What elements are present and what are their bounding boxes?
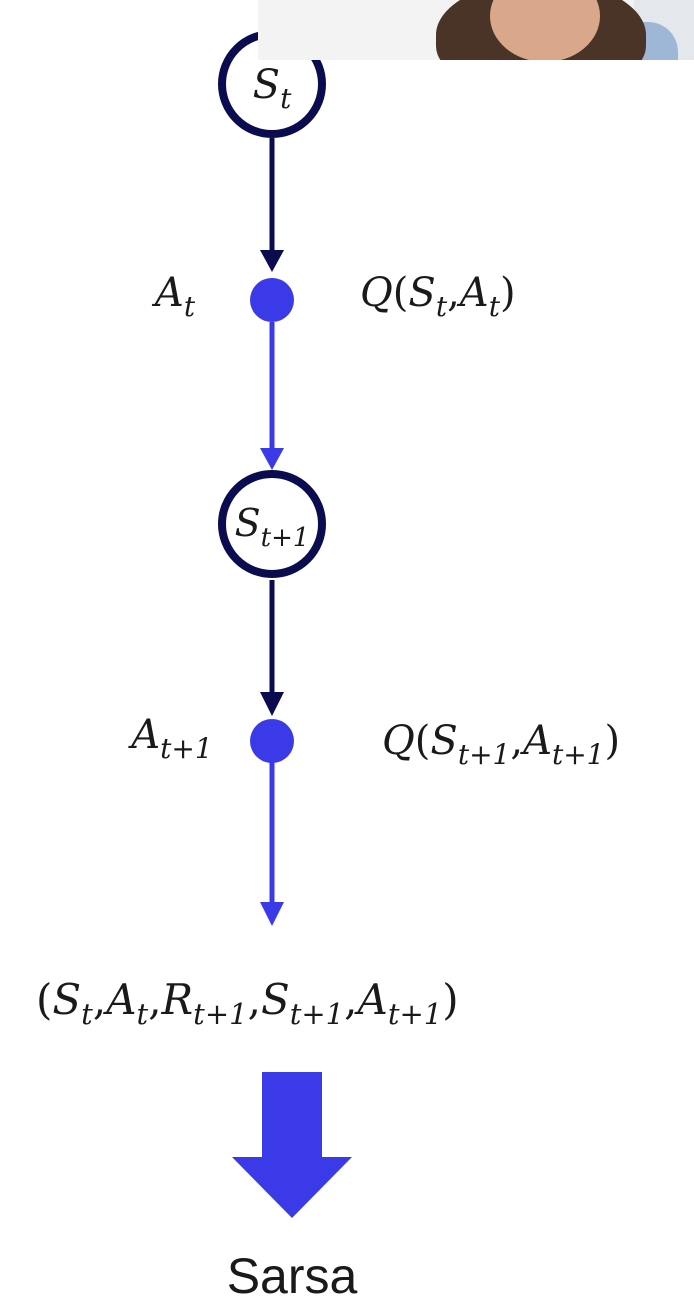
- q-value-t1: Q(St+1,At+1): [382, 718, 620, 771]
- arrow-action-t1-down: [260, 762, 284, 926]
- q-value-t1-sep: ,: [510, 718, 523, 764]
- sarsa-caption: Sarsa: [227, 1248, 358, 1304]
- arrow-action-t-to-state-t1: [260, 322, 284, 470]
- action-node-t1: [250, 719, 294, 763]
- tuple-item-3-sub: t+1: [290, 997, 344, 1031]
- state-node-t1-base: S: [235, 501, 261, 545]
- q-value-t1-arg1-sub: t+1: [458, 738, 511, 771]
- tuple-sep-2: ,: [248, 975, 261, 1024]
- action-node-t: [250, 278, 294, 322]
- tuple-item-1-base: A: [102, 975, 136, 1024]
- webcam-overlay: [258, 0, 694, 60]
- action-node-t-label: At: [151, 270, 196, 323]
- action-node-t1-sub: t+1: [160, 732, 213, 765]
- action-node-t1-base: A: [127, 712, 160, 758]
- q-value-t-sep: ,: [447, 270, 460, 316]
- q-value-t-fn: Q: [360, 270, 393, 316]
- q-value-t-open: (: [393, 270, 409, 316]
- q-value-t-close: ): [500, 270, 516, 316]
- q-value-t-arg1-sub: t: [436, 290, 448, 323]
- q-value-t1-open: (: [415, 718, 431, 764]
- tuple-item-0-base: S: [52, 975, 81, 1024]
- tuple-item-3-base: S: [261, 975, 290, 1024]
- state-node-t-sub: t: [280, 82, 292, 115]
- experience-tuple: (St,At,Rt+1,St+1,At+1): [36, 975, 459, 1031]
- state-node-t-base: S: [253, 62, 280, 108]
- tuple-item-2-base: R: [161, 975, 194, 1024]
- tuple-open: (: [36, 975, 52, 1024]
- state-node-t-label: St: [253, 62, 292, 115]
- tuple-close: ): [442, 975, 458, 1024]
- tuple-sep-3: ,: [344, 975, 357, 1024]
- tuple-item-4-sub: t+1: [388, 997, 442, 1031]
- q-value-t-arg1-base: S: [408, 270, 435, 316]
- q-value-t-arg2-sub: t: [489, 290, 501, 323]
- tuple-item-2-sub: t+1: [193, 997, 247, 1031]
- tuple-item-1-sub: t: [137, 997, 149, 1031]
- state-node-t1-label: St+1: [235, 501, 310, 553]
- tuple-sep-1: ,: [148, 975, 161, 1024]
- q-value-t-arg2-base: A: [456, 270, 489, 316]
- webcam-person-face: [490, 0, 600, 60]
- state-node-t1: [218, 470, 326, 578]
- tuple-sep-0: ,: [93, 975, 106, 1024]
- action-node-t-base: A: [151, 270, 184, 316]
- action-node-t1-label: At+1: [127, 712, 212, 765]
- tuple-item-0-sub: t: [81, 997, 93, 1031]
- arrow-state-t-to-action-t: [260, 138, 284, 272]
- state-node-t1-sub: t+1: [261, 523, 310, 553]
- q-value-t1-fn: Q: [382, 718, 415, 764]
- arrow-state-t1-to-action-t1: [260, 580, 284, 716]
- q-value-t1-arg2-sub: t+1: [552, 738, 605, 771]
- tuple-item-4-base: A: [353, 975, 387, 1024]
- action-node-t-sub: t: [184, 290, 196, 323]
- q-value-t1-arg2-base: A: [519, 718, 552, 764]
- q-value-t1-arg1-base: S: [430, 718, 457, 764]
- q-value-t1-close: ): [604, 718, 620, 764]
- big-down-arrow-icon: [232, 1072, 352, 1218]
- q-value-t: Q(St,At): [360, 270, 516, 323]
